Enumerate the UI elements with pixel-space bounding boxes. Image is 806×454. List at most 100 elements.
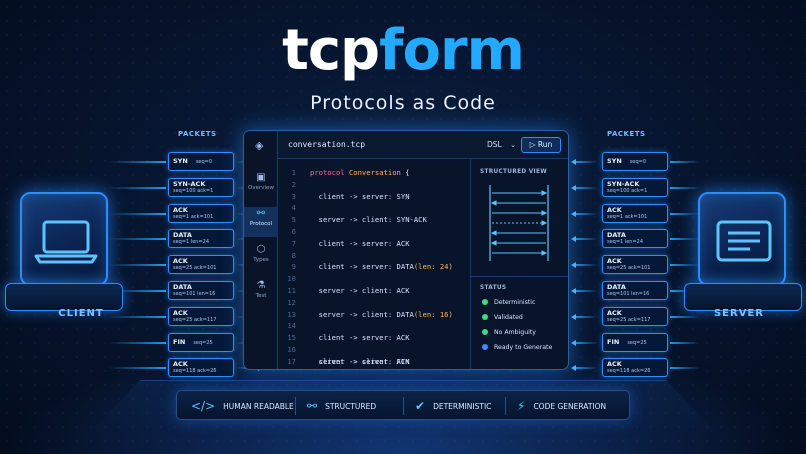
graph-icon: ⚯: [307, 399, 318, 413]
packet-seq: seq=25 ack=101: [607, 265, 651, 272]
code-line: 14: [280, 320, 470, 332]
layers-icon[interactable]: ◈: [255, 139, 264, 152]
arrow-icon: [571, 159, 576, 165]
language-select[interactable]: DSL ⌄: [487, 140, 516, 149]
right-packet[interactable]: FIN seq=25: [602, 332, 668, 352]
run-button[interactable]: ▷ Run: [521, 137, 561, 153]
sequence-diagram: [489, 185, 549, 261]
packet-trail: [670, 341, 700, 344]
sidebar-item-overview[interactable]: ▣Overview: [244, 171, 278, 201]
packet-seq: seq=1 len=24: [173, 239, 210, 246]
code-type: (len: 24): [413, 262, 453, 272]
code-type: (len: 16): [413, 309, 453, 319]
status-text: Deterministic: [494, 299, 536, 306]
packet-trail: [108, 238, 166, 241]
line-number: 9: [291, 262, 296, 272]
sidebar-item-types[interactable]: ⬡Types: [244, 243, 278, 273]
feature-structured: ⚯STRUCTURED: [307, 391, 376, 421]
feature-label: DETERMINISTIC: [433, 402, 492, 411]
line-number: 8: [291, 250, 296, 260]
packet-trail: [574, 367, 598, 370]
packet-name: SYN: [173, 157, 188, 165]
sidebar-item-test[interactable]: ⚗Test: [244, 279, 278, 309]
packet-trail: [574, 212, 598, 215]
sidebar-item-protocol[interactable]: ⚯Protocol: [244, 207, 278, 237]
packet-name: ACK: [607, 308, 622, 317]
arrow-icon: [571, 262, 576, 269]
packet-name: FIN: [607, 337, 620, 346]
packet-trail: [108, 315, 166, 318]
code-text: client -> server: ACK: [310, 333, 410, 343]
packets-label-left: PACKETS: [178, 130, 217, 138]
line-number: 10: [287, 274, 296, 284]
status-text: Validated: [494, 314, 523, 321]
packets-label-right: PACKETS: [607, 130, 646, 138]
line-number: 6: [291, 226, 296, 236]
file-name-tab[interactable]: conversation.tcp: [288, 140, 366, 149]
status-text: No Ambiguity: [494, 329, 536, 336]
status-item: No Ambiguity: [482, 329, 536, 336]
feature-label: CODE GENERATION: [533, 402, 607, 411]
code-line: 17 client -> server: FIN: [280, 356, 470, 368]
packet-name: FIN: [173, 337, 186, 346]
packet-name: ACK: [607, 360, 622, 369]
arrow-icon: [571, 236, 576, 243]
code-line: 11 server -> client: ACK: [280, 285, 470, 297]
structured-view-label: STRUCTURED VIEW: [480, 169, 547, 175]
client-base: [5, 283, 123, 311]
brand-logo: tcpform: [0, 18, 806, 84]
status-item: Deterministic: [482, 299, 535, 306]
packet-seq: seq=1 ack=101: [607, 213, 648, 220]
arrow-icon: [571, 210, 576, 217]
packet-name: SYN-ACK: [173, 179, 206, 188]
packet-name: DATA: [173, 283, 192, 291]
packet-seq: seq=118 ack=26: [607, 368, 651, 375]
test-icon: ⚗: [256, 280, 266, 291]
laptop-icon: [34, 220, 98, 264]
packet-trail: [574, 290, 598, 292]
arrow-icon: [571, 339, 576, 346]
packet-seq: seq=1 ack=101: [173, 213, 214, 220]
code-text: client -> server: FIN: [310, 356, 410, 366]
language-label: DSL: [487, 140, 502, 149]
code-line: 4: [280, 202, 470, 214]
code-line: 16: [280, 344, 470, 356]
packet-trail: [108, 161, 166, 163]
packet-name: SYN-ACK: [607, 179, 640, 188]
brand-part-1: tcp: [282, 18, 380, 83]
code-text: server -> client: SYN-ACK: [310, 215, 427, 225]
protocol-icon: ⚯: [256, 208, 266, 219]
packet-seq: seq=25: [627, 339, 647, 346]
line-number: 1: [291, 168, 296, 177]
line-number: 15: [287, 333, 296, 343]
packet-name: ACK: [607, 257, 622, 266]
line-number: 14: [287, 321, 296, 331]
panel-divider: [470, 159, 471, 369]
status-item: Validated: [482, 314, 523, 321]
packet-seq: seq=100 ack=1: [607, 187, 648, 194]
bolt-icon: ⚡: [517, 399, 526, 413]
code-line: server -> client: ACK: [310, 356, 410, 368]
code-text: server -> client: ACK: [310, 285, 410, 295]
packet-seq: seq=25 ack=117: [173, 316, 217, 323]
packet-trail: [670, 264, 700, 267]
play-icon: ▷: [529, 140, 536, 149]
